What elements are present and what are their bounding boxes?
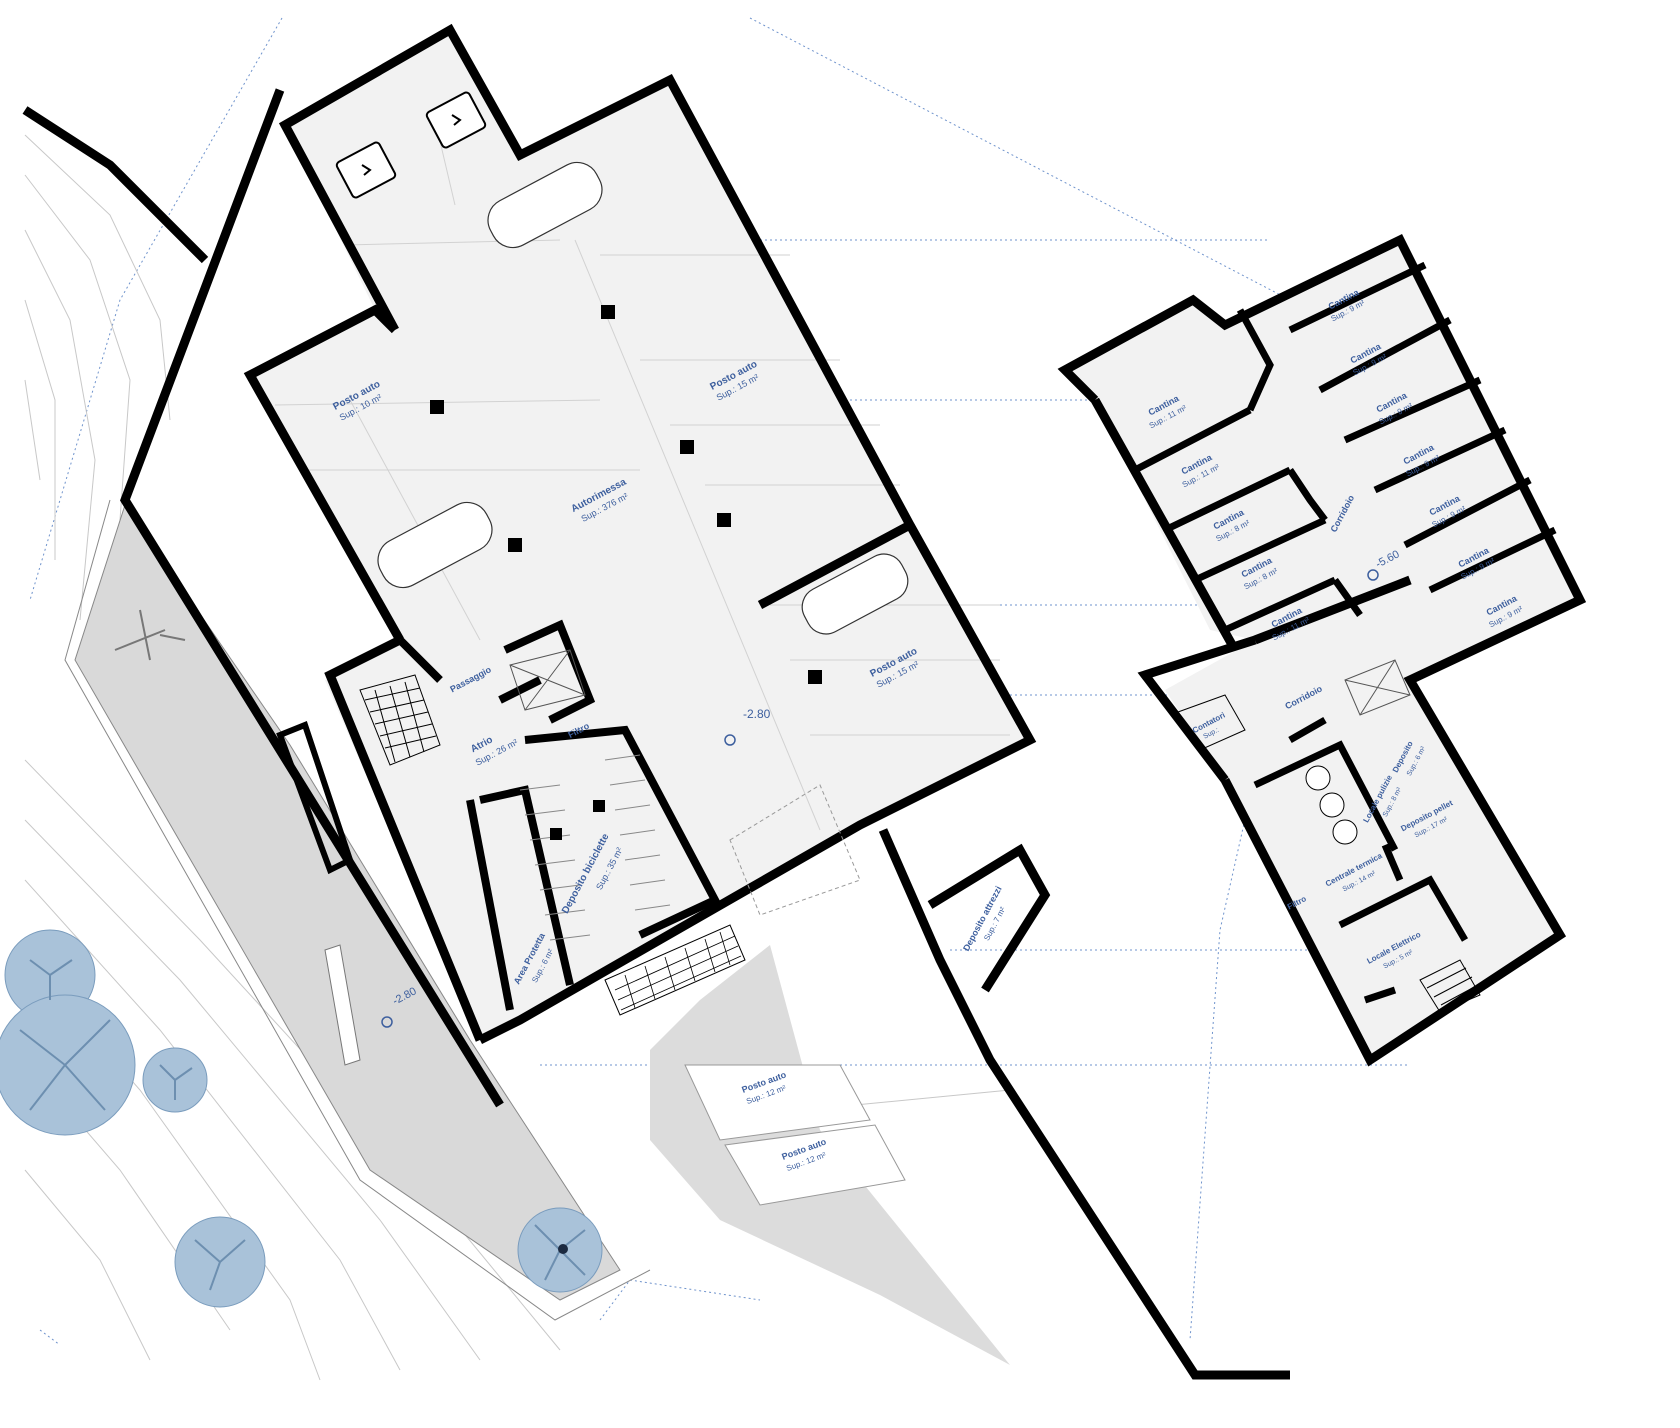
tree-branches — [19, 959, 586, 1291]
retaining-walls — [22, 88, 1290, 1380]
ramp — [729, 784, 861, 916]
garage-walls — [243, 23, 1037, 1045]
level-label-garage: -2.80 — [743, 707, 771, 721]
lounge-chair-icon — [114, 609, 186, 661]
cellar-block — [1057, 234, 1587, 1067]
courtyard-paving — [74, 503, 621, 1301]
car-icon — [377, 161, 909, 635]
cellar-floor — [1065, 240, 1580, 1060]
outdoor-parking-stall-1 — [684, 1064, 871, 1141]
boiler-icons — [1305, 765, 1358, 845]
entrance-grate — [604, 924, 746, 1016]
ev-charger-icon — [335, 91, 487, 199]
bench-icon — [324, 944, 361, 1066]
stair-icon — [1177, 694, 1481, 1013]
level-marker-icon — [381, 569, 1379, 1028]
tree-trunk-dot — [558, 1244, 568, 1254]
outdoor-parking-stall-2 — [724, 1124, 906, 1206]
stair-icon — [359, 674, 441, 766]
courtyard-edge — [64, 499, 651, 1321]
garage-floor — [250, 30, 1030, 1040]
columns — [430, 305, 822, 840]
garage-block — [243, 23, 1037, 1045]
cellar-walls — [1057, 234, 1587, 1067]
